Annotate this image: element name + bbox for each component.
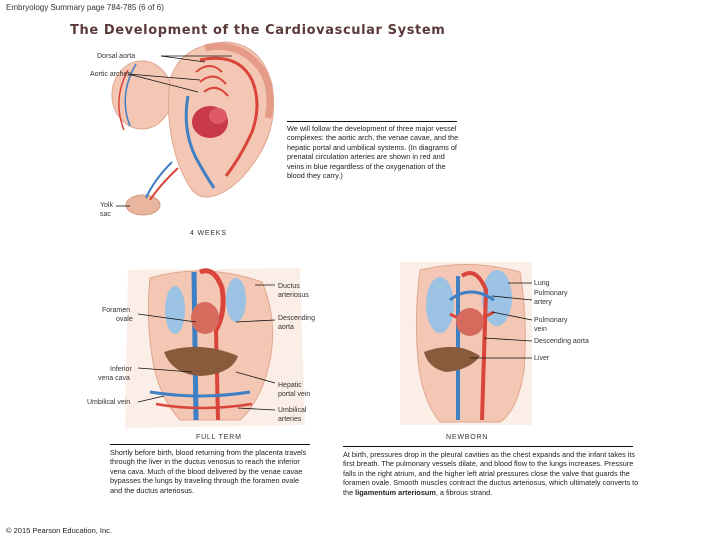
newborn-pulmonary-artery <box>449 290 495 302</box>
label-ductus-1: Ductus <box>278 283 300 290</box>
vitelline-vein <box>145 161 173 199</box>
fetal-lung-left <box>165 286 185 334</box>
newborn-rule <box>343 446 633 447</box>
label-foramen-2: ovale <box>116 316 133 323</box>
leader-umb-art <box>237 407 276 411</box>
fetal-vena-cava <box>191 271 199 421</box>
fetal-lung-right <box>226 278 246 322</box>
neural-tube <box>204 42 274 119</box>
label-hepatic-2: portal vein <box>278 391 311 398</box>
label-umb-art-2: arteries <box>278 416 302 423</box>
dorsal-aorta-vessel <box>199 56 259 177</box>
label-pulm-vein-2: vein <box>534 326 547 333</box>
newborn-heart <box>456 308 484 336</box>
newborn-paragraph: At birth, pressures drop in the pleural … <box>343 450 643 497</box>
heart-highlight <box>209 108 227 124</box>
label-umb-art-1: Umbilical <box>278 407 307 414</box>
leader-foramen <box>137 313 197 323</box>
leader-aortic-arches-2 <box>127 73 199 93</box>
label-dorsal-aorta: Dorsal aorta <box>97 53 136 60</box>
newborn-text-after: , a fibrous strand. <box>435 487 493 497</box>
leader-ivc <box>137 367 193 373</box>
newborn-lung-left <box>426 277 454 333</box>
caption-newborn: NEWBORN <box>446 434 489 441</box>
label-umbilical-vein: Umbilical vein <box>87 399 131 406</box>
label-ductus-2: arteriosus <box>278 292 309 299</box>
leader-pulm-vein <box>491 311 533 321</box>
caption-full-term: FULL TERM <box>196 434 242 441</box>
leader-hepatic <box>235 371 276 384</box>
leader-newborn-desc-aorta <box>483 337 533 342</box>
label-lung: Lung <box>534 280 550 287</box>
umbilical-vein-vessel <box>149 390 251 398</box>
label-pulm-artery-2: artery <box>534 299 552 306</box>
fetus-torso <box>147 270 274 421</box>
label-hepatic-1: Hepatic <box>278 382 302 389</box>
fetal-liver <box>164 346 238 376</box>
label-foramen-1: Foramen <box>102 307 131 314</box>
label-ivc-1: Inferior <box>110 366 132 373</box>
leader-pulm-artery <box>491 295 533 301</box>
full-term-paragraph: Shortly before birth, blood returning fr… <box>110 448 307 495</box>
vitelline-artery <box>149 167 179 201</box>
intro-rule <box>287 121 457 122</box>
newborn-text-before: At birth, pressures drop in the pleural … <box>343 450 639 497</box>
copyright: © 2015 Pearson Education, Inc. <box>6 526 113 535</box>
cardinal-vein <box>184 95 216 189</box>
label-pulm-vein-1: Pulmonary <box>534 317 568 324</box>
label-aortic-arches: Aortic arches <box>90 71 131 78</box>
umbilical-vessel-red <box>118 69 129 131</box>
leader-dorsal-aorta <box>160 55 206 63</box>
label-ivc-2: vena cava <box>98 375 130 382</box>
caption-4-weeks: 4 WEEKS <box>190 230 227 237</box>
newborn-aorta <box>460 271 489 421</box>
fetal-heart <box>191 302 219 334</box>
label-newborn-desc-aorta: Descending aorta <box>534 338 589 345</box>
label-sac: sac <box>100 211 111 218</box>
label-desc-aorta-2: aorta <box>278 324 294 331</box>
page-title: The Development of the Cardiovascular Sy… <box>70 23 446 38</box>
label-pulm-artery-1: Pulmonary <box>534 290 568 297</box>
newborn-liver <box>424 346 480 372</box>
umbilical-artery-vessel <box>155 402 253 410</box>
newborn-illustration <box>400 262 533 425</box>
intro-paragraph: We will follow the development of three … <box>287 124 459 181</box>
leader-aortic-arches <box>127 73 201 81</box>
page-header: Embryology Summary page 784-785 (6 of 6) <box>6 3 164 12</box>
newborn-text-bold: ligamentum arteriosum <box>355 487 436 497</box>
label-liver: Liver <box>534 355 550 362</box>
fetal-descending-aorta <box>214 329 220 421</box>
embryo-illustration <box>111 41 275 216</box>
full-term-illustration <box>125 268 305 428</box>
label-yolk: Yolk <box>100 202 113 209</box>
umbilical-vessel-blue <box>124 63 137 127</box>
label-desc-aorta-1: Descending <box>278 315 315 322</box>
leader-desc-aorta <box>235 319 276 323</box>
fetal-aorta <box>199 268 226 332</box>
leader-umb-vein <box>137 395 165 403</box>
newborn-lung-right <box>482 270 512 326</box>
full-term-rule <box>110 444 310 445</box>
yolk-sac <box>125 194 161 216</box>
aortic-arches-vessels <box>195 65 229 97</box>
